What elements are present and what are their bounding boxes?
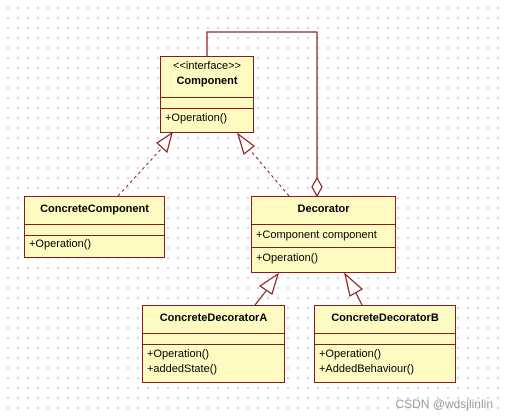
class-decorator-header: Decorator	[252, 197, 395, 224]
operation: +Operation()	[319, 348, 382, 360]
class-decorator[interactable]: Decorator +Component component +Operatio…	[251, 196, 396, 273]
generalization-arrowhead-decorator-b	[344, 272, 364, 297]
operation: +Operation()	[165, 112, 228, 124]
attributes-compartment	[161, 97, 253, 108]
operations-compartment: +Operation()	[25, 235, 164, 253]
operations-compartment: +Operation()	[252, 247, 395, 267]
operation: +addedState()	[147, 363, 218, 375]
class-component-header: <<interface>> Component	[161, 57, 253, 97]
class-concrete-decorator-a[interactable]: ConcreteDecoratorA +Operation() +addedSt…	[142, 305, 285, 383]
class-concrete-component[interactable]: ConcreteComponent +Operation()	[24, 196, 165, 258]
operation: +Operation()	[29, 238, 92, 250]
operation: +Operation()	[256, 252, 319, 264]
class-name: ConcreteComponent	[40, 203, 149, 215]
class-concrete-decorator-b[interactable]: ConcreteDecoratorB +Operation() +AddedBe…	[314, 305, 456, 383]
stereotype-label: <<interface>>	[173, 60, 241, 72]
operations-compartment: +Operation()	[161, 108, 253, 127]
class-concrete-decorator-b-header: ConcreteDecoratorB	[315, 306, 455, 333]
operation: +AddedBehaviour()	[319, 363, 415, 375]
class-component[interactable]: <<interface>> Component +Operation()	[160, 56, 254, 133]
realization-arrowhead-decorator	[236, 132, 255, 156]
class-concrete-component-header: ConcreteComponent	[25, 197, 164, 224]
class-name: ConcreteDecoratorB	[331, 312, 439, 324]
aggregation-line	[206, 31, 318, 178]
watermark-text: CSDN @wdsjlinlin	[395, 397, 493, 411]
aggregation-diamond	[311, 176, 323, 198]
class-name: Decorator	[297, 203, 350, 215]
realization-line-decorator	[249, 149, 290, 197]
class-name: Component	[176, 75, 238, 87]
attributes-compartment	[143, 333, 284, 344]
attributes-compartment	[315, 333, 455, 344]
generalization-line-decorator-a	[254, 290, 267, 306]
attributes-compartment: +Component component	[252, 224, 395, 247]
realization-line-concrete-component	[117, 147, 163, 197]
operations-compartment: +Operation() +AddedBehaviour()	[315, 344, 455, 378]
operation: +Operation()	[147, 348, 210, 360]
realization-arrowhead-concrete-component	[156, 131, 173, 154]
generalization-line-decorator-b	[355, 292, 363, 306]
attribute: +Component component	[256, 229, 377, 241]
operations-compartment: +Operation() +addedState()	[143, 344, 284, 378]
class-name: ConcreteDecoratorA	[159, 312, 268, 324]
class-concrete-decorator-a-header: ConcreteDecoratorA	[143, 306, 284, 333]
generalization-arrowhead-decorator-a	[258, 272, 280, 295]
attributes-compartment	[25, 224, 164, 235]
